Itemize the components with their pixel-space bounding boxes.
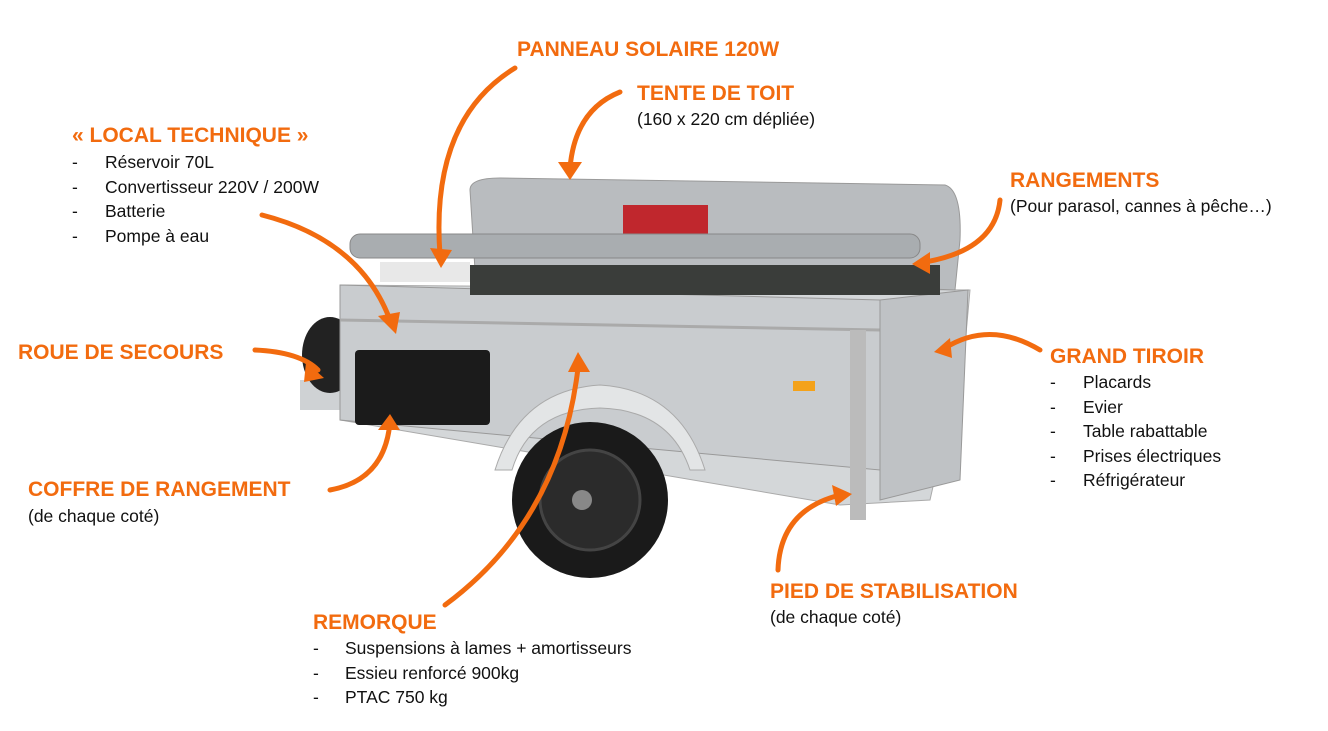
bullet: - xyxy=(72,176,78,197)
item-text: Essieu renforcé 900kg xyxy=(345,662,520,683)
item-text: Table rabattable xyxy=(1083,421,1208,441)
arrow-pied xyxy=(775,492,843,573)
item-text: Batterie xyxy=(105,201,166,221)
tente-subtitle: (160 x 220 cm dépliée) xyxy=(637,109,816,129)
list-item: - Réservoir 70L xyxy=(72,150,319,175)
list-item: - Essieu renforcé 900kg xyxy=(313,661,631,686)
rangements-title: RANGEMENTS xyxy=(1010,169,1160,192)
item-text: PTAC 750 kg xyxy=(345,687,448,707)
item-text: Suspensions à lames + amortisseurs xyxy=(345,638,632,658)
list-item: - Pompe à eau xyxy=(72,224,319,249)
item-text: Placards xyxy=(1083,372,1152,392)
bullet: - xyxy=(1050,421,1056,441)
panneau-solaire-title: PANNEAU SOLAIRE 120W xyxy=(517,38,780,61)
arrow-roue xyxy=(252,347,321,373)
tente-title: TENTE DE TOIT xyxy=(637,82,795,105)
storage-box xyxy=(355,350,490,425)
arrow-remorque xyxy=(442,365,581,608)
item-text: Evier xyxy=(1083,396,1123,417)
item-text: Réservoir 70L xyxy=(105,152,214,172)
list-item: - Suspensions à lames + amortisseurs xyxy=(313,636,631,661)
list-item: - Evier xyxy=(1050,395,1221,420)
item-text: Réfrigérateur xyxy=(1083,470,1186,490)
list-item: - Table rabattable xyxy=(1050,419,1221,444)
item-text: Prises électriques xyxy=(1083,445,1222,466)
local-technique-title: « LOCAL TECHNIQUE » xyxy=(72,124,309,147)
list-item: - Prises électriques xyxy=(1050,444,1221,469)
storage-tube xyxy=(349,233,921,259)
bullet: - xyxy=(1050,396,1056,417)
arrow-tente xyxy=(567,89,623,171)
arrow-panneau xyxy=(436,65,518,258)
coffre-subtitle: (de chaque coté) xyxy=(28,506,160,526)
list-item: - PTAC 750 kg xyxy=(313,685,631,710)
local-technique-callout: « LOCAL TECHNIQUE » - Réservoir 70L - Conv… xyxy=(72,124,319,248)
list-item: - Réfrigérateur xyxy=(1050,468,1221,493)
arrow-tiroir xyxy=(942,332,1043,353)
trailer-image xyxy=(300,177,971,578)
bullet: - xyxy=(313,687,319,707)
arrow-rangements xyxy=(922,197,1003,265)
bullet: - xyxy=(1050,372,1056,392)
bullet: - xyxy=(1050,470,1056,490)
bullet: - xyxy=(72,152,78,172)
coffre-title: COFFRE DE RANGEMENT xyxy=(28,478,291,501)
grand-tiroir-callout: GRAND TIROIR - Placards - Evier - Table rab… xyxy=(1050,345,1221,493)
grand-tiroir-title: GRAND TIROIR xyxy=(1050,345,1204,368)
bullet: - xyxy=(72,225,78,246)
list-item: - Batterie xyxy=(72,199,319,224)
pied-title: PIED DE STABILISATION xyxy=(770,580,1018,603)
bullet: - xyxy=(313,638,319,658)
remorque-callout: REMORQUE - Suspensions à lames + amortiss… xyxy=(313,611,631,710)
list-item: - Convertisseur 220V / 200W xyxy=(72,175,319,200)
list-item: - Placards xyxy=(1050,370,1221,395)
item-text: Convertisseur 220V / 200W xyxy=(105,176,319,197)
pied-subtitle: (de chaque coté) xyxy=(770,607,902,627)
arrow-heads xyxy=(304,162,952,506)
arrow-coffre xyxy=(327,419,393,493)
bullet: - xyxy=(313,662,319,683)
arrow-local xyxy=(259,212,393,323)
remorque-title: REMORQUE xyxy=(313,611,437,634)
callout-arrows xyxy=(252,65,1043,608)
bullet: - xyxy=(1050,445,1056,466)
bullet: - xyxy=(72,201,78,221)
item-text: Pompe à eau xyxy=(105,225,210,246)
stabilizer-leg xyxy=(850,330,866,520)
rangements-subtitle: (Pour parasol, cannes à pêche…) xyxy=(1010,196,1272,216)
roue-secours-title: ROUE DE SECOURS xyxy=(18,341,224,364)
